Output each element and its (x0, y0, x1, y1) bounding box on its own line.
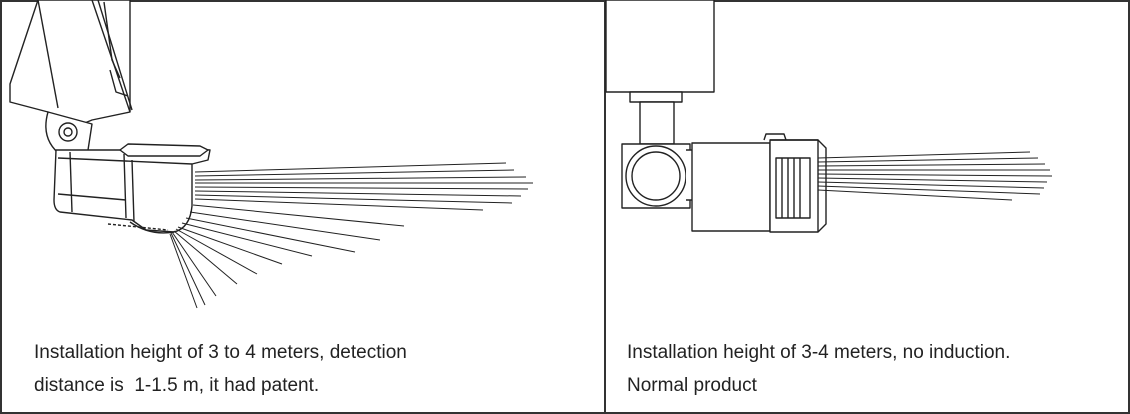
right-panel-caption: Installation height of 3-4 meters, no in… (627, 336, 1127, 402)
left-panel-caption: Installation height of 3 to 4 meters, de… (34, 336, 574, 402)
caption-line: Installation height of 3-4 meters, no in… (627, 342, 1011, 363)
caption-line: Installation height of 3 to 4 meters, de… (34, 342, 407, 363)
normal-sensor-illustration (605, 0, 1053, 233)
caption-line: distance is 1-1.5 m, it had patent. (34, 375, 320, 396)
patented-sensor-illustration (9, 0, 533, 309)
caption-line: Normal product (627, 375, 757, 396)
